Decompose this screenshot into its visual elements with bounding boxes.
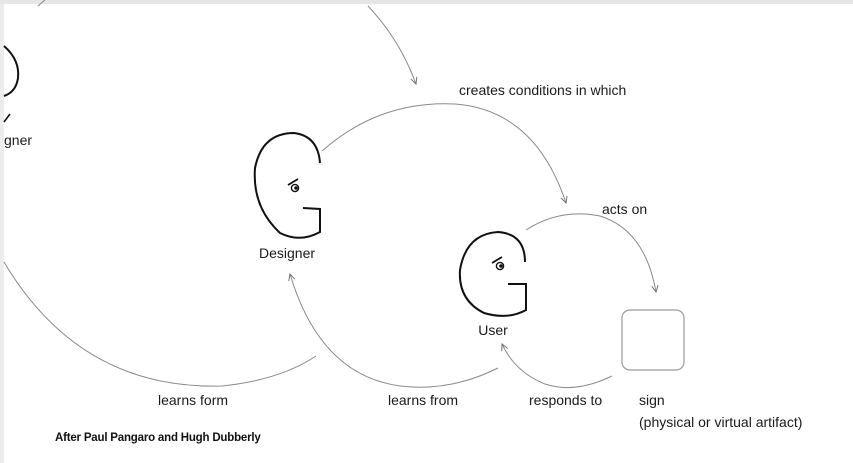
top-border <box>0 0 853 4</box>
left-border <box>0 4 4 463</box>
designer-label: Designer <box>259 245 315 261</box>
sign-detail-label: (physical or virtual artifact) <box>639 414 802 430</box>
user-label: User <box>478 322 508 338</box>
arc-responds-to <box>502 344 613 389</box>
outer-designer-mark <box>3 113 11 123</box>
designer-face-icon <box>253 131 322 239</box>
sign-box <box>621 309 685 371</box>
credit-caption: After Paul Pangaro and Hugh Dubberly <box>55 432 261 444</box>
arc-creates-conditions <box>321 103 566 203</box>
arc-acts-on <box>525 213 656 292</box>
outer-designer-face <box>3 45 20 97</box>
sign-label: sign <box>639 392 665 408</box>
edge-label-creates-conditions: creates conditions in which <box>459 82 626 98</box>
arc-learns-from <box>290 274 499 388</box>
outer-top-arc <box>37 0 416 84</box>
edge-label-responds-to: responds to <box>529 392 602 408</box>
outer-bottom-arc <box>3 261 317 387</box>
edge-label-acts-on: acts on <box>602 201 647 217</box>
outer-designer-label: gner <box>4 132 32 148</box>
edge-label-learns-form: learns form <box>158 392 228 408</box>
edge-label-learns-from: learns from <box>388 392 458 408</box>
user-face-icon <box>458 230 527 317</box>
